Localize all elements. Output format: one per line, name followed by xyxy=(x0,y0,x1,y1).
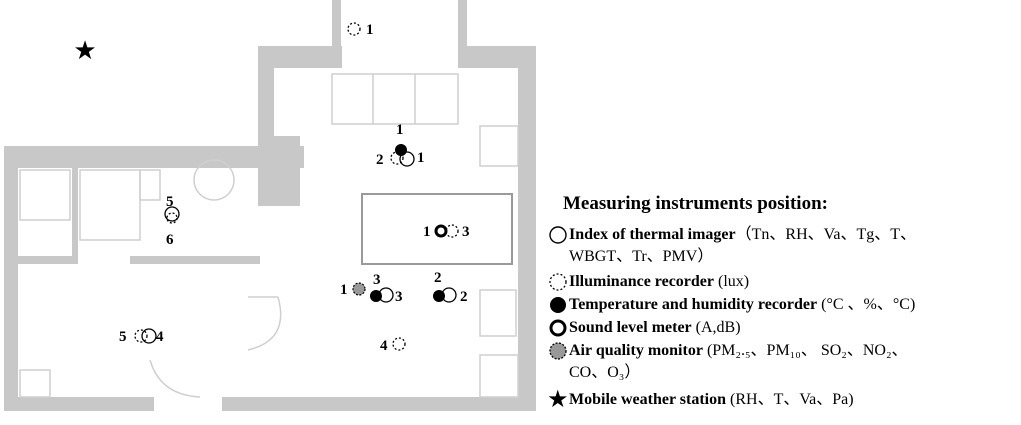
legend-item-name: Temperature and humidity recorder xyxy=(569,296,818,313)
legend-item-detail: （Tn、RH、Va、Tg、T、 xyxy=(735,226,917,243)
center-top-label: 3 xyxy=(373,272,381,288)
table-left-label: 1 xyxy=(423,224,431,240)
legend-item-detail2: WBGT、Tr、PMV） xyxy=(569,248,714,265)
bedroom-illum-marker xyxy=(134,329,148,343)
center-right-label: 3 xyxy=(395,289,403,305)
dotted-circle-icon xyxy=(549,273,567,291)
right-right-label: 2 xyxy=(460,289,468,305)
center-air-marker xyxy=(352,282,366,296)
kitchen-illum-marker xyxy=(390,151,404,165)
lower-illum-marker xyxy=(392,337,406,351)
filled-black-circle-icon xyxy=(550,297,566,313)
legend-item-name: Sound level meter xyxy=(569,319,692,336)
table-right-label: 3 xyxy=(462,224,470,240)
right-top-label: 2 xyxy=(434,270,442,286)
open-circle-icon xyxy=(549,226,567,244)
bath-bottom-label: 6 xyxy=(166,232,174,248)
balcony-label: 1 xyxy=(366,22,374,38)
legend-item-name: Mobile weather station xyxy=(569,391,727,408)
bedroom-thermal-marker xyxy=(141,328,157,344)
bedroom-left-label: 5 xyxy=(119,329,127,345)
thick-ring-icon xyxy=(549,319,567,337)
bath-illum-marker xyxy=(166,212,178,224)
star-icon: ★ xyxy=(547,387,569,413)
legend-item-name: Index of thermal imager xyxy=(569,226,736,243)
legend-item-detail2: CO、O₃） xyxy=(569,364,641,381)
bedroom-right-label: 4 xyxy=(156,329,164,345)
furniture xyxy=(19,73,519,398)
kitchen-left-label: 2 xyxy=(376,152,384,168)
balcony-illuminance-marker xyxy=(347,22,361,36)
bath-top-label: 5 xyxy=(166,194,174,210)
kitchen-right-label: 1 xyxy=(417,150,425,166)
legend-title: Measuring instruments position: xyxy=(563,193,828,214)
kitchen-top-label: 1 xyxy=(396,122,404,138)
legend-item-detail: (PM₂.₅、PM₁₀、 SO₂、NO₂、 xyxy=(702,342,908,359)
center-thermal-marker xyxy=(378,287,394,303)
kitchen-thermal-marker xyxy=(399,151,415,167)
lower-illum-label: 4 xyxy=(380,338,388,354)
floor-plan: ★ 1 1 2 1 1 3 1 3 3 2 2 4 5 6 5 4 xyxy=(4,0,536,411)
legend-item-detail: (°C 、%、°C) xyxy=(817,296,916,313)
legend-item-name: Air quality monitor xyxy=(569,342,703,359)
weather-station-star: ★ xyxy=(73,36,96,65)
bath-thermal-marker xyxy=(164,206,180,222)
legend-item-detail: (A,dB) xyxy=(691,319,741,336)
legend-item-name: Illuminance recorder xyxy=(569,273,715,290)
legend-item-detail: (RH、T、Va、Pa) xyxy=(726,391,854,408)
table-sound-marker xyxy=(434,224,448,238)
grey-dashed-circle-icon xyxy=(549,342,567,360)
center-left-label: 1 xyxy=(340,282,348,298)
right-thermal-marker xyxy=(441,287,457,303)
legend-item-detail: (lux) xyxy=(714,273,750,290)
walls xyxy=(4,0,536,411)
table-illum-marker xyxy=(445,224,459,238)
